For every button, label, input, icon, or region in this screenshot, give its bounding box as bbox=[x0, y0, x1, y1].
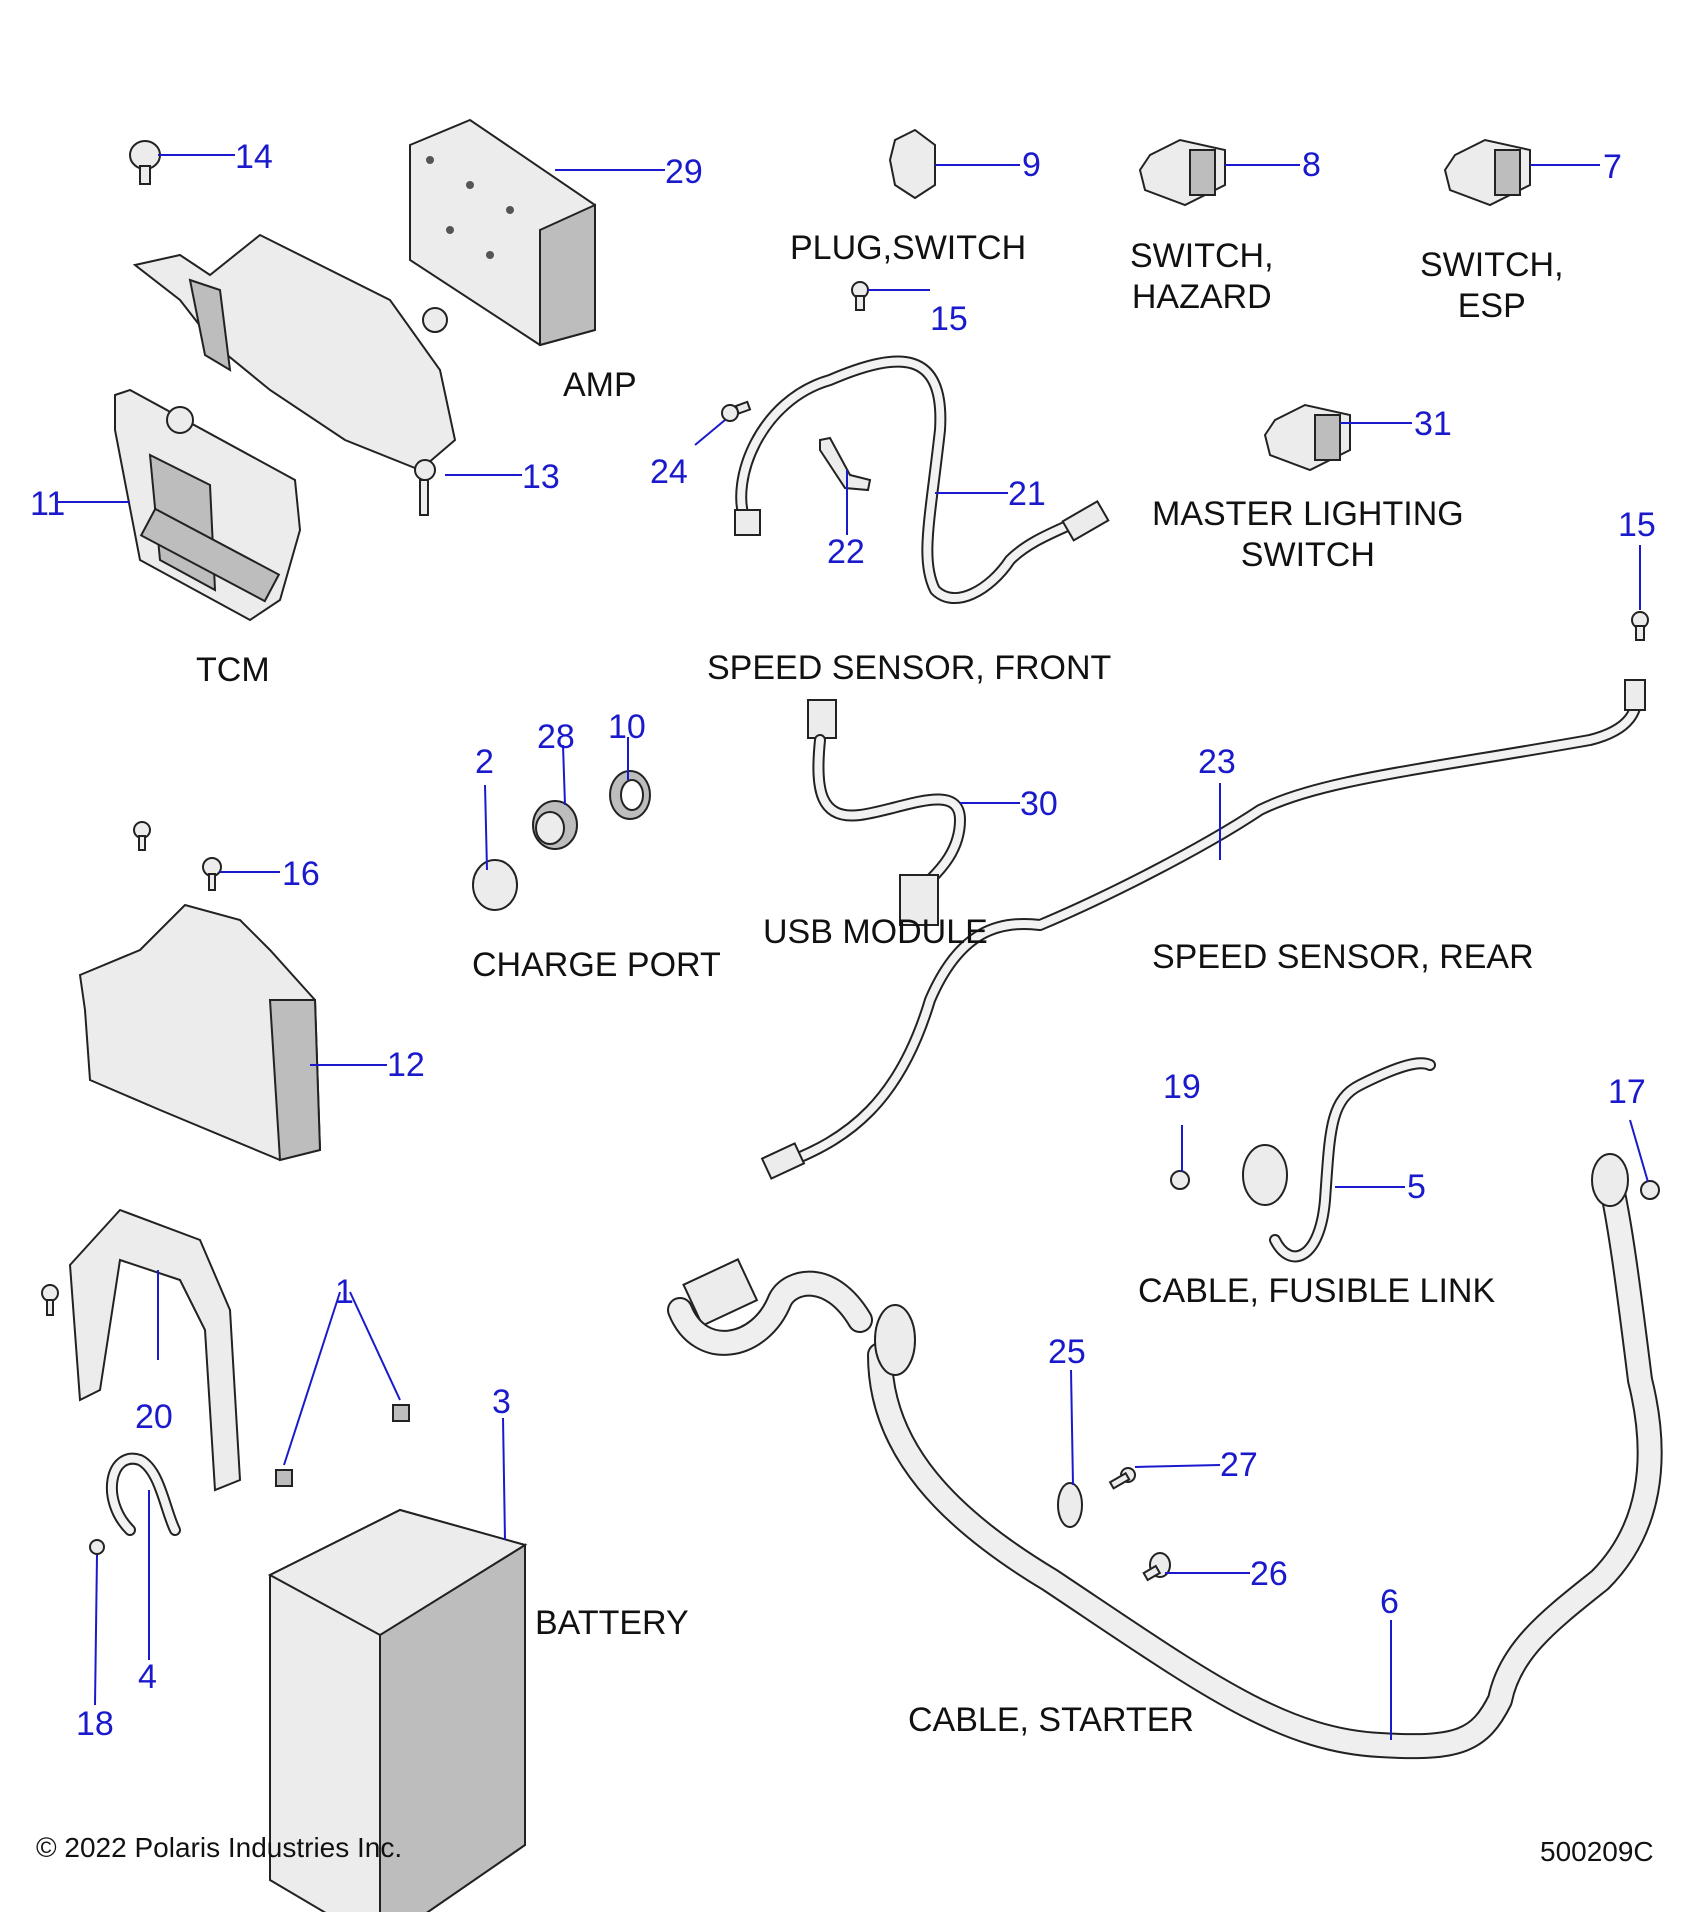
part-8-hazard-switch bbox=[1138, 138, 1226, 207]
callout-16: 16 bbox=[282, 855, 320, 893]
label-master-lighting-line1: MASTER LIGHTING bbox=[1152, 495, 1464, 533]
part-4-battery-cable bbox=[105, 1452, 181, 1536]
label-switch-hazard-line2: HAZARD bbox=[1131, 277, 1272, 316]
part-6-starter-cable bbox=[667, 1153, 1663, 1760]
callout-23: 23 bbox=[1198, 743, 1236, 781]
label-battery: BATTERY bbox=[535, 1604, 689, 1642]
label-usb-module: USB MODULE bbox=[763, 913, 988, 951]
part-15-bolt-top bbox=[851, 281, 869, 311]
label-plug-switch: PLUG,SWITCH bbox=[790, 229, 1027, 267]
part-31-master-lighting-switch bbox=[1263, 403, 1351, 472]
callout-18: 18 bbox=[76, 1705, 114, 1743]
label-cable-fusible-link: CABLE, FUSIBLE LINK bbox=[1138, 1272, 1496, 1310]
part-16-push-rivet bbox=[133, 821, 222, 891]
part-12-battery-cover bbox=[78, 903, 322, 1162]
part-26-stud bbox=[1142, 1552, 1171, 1582]
callout-10: 10 bbox=[608, 708, 646, 746]
callout-11: 11 bbox=[30, 485, 66, 523]
label-amp: AMP bbox=[563, 366, 637, 404]
callout-6: 6 bbox=[1380, 1583, 1399, 1621]
part-18-nut bbox=[89, 1539, 105, 1555]
label-master-lighting-line2: SWITCH bbox=[1240, 535, 1375, 574]
callout-1: 1 bbox=[335, 1273, 354, 1311]
label-switch-esp-line1: SWITCH, bbox=[1420, 246, 1564, 284]
part-17-nut bbox=[1640, 1180, 1660, 1200]
part-10-charge-port-nut bbox=[609, 770, 651, 820]
part-13-mounting-bracket bbox=[132, 233, 457, 516]
callout-15-right: 15 bbox=[1618, 506, 1656, 544]
label-cable-starter: CABLE, STARTER bbox=[908, 1701, 1194, 1739]
part-29-amp-module bbox=[409, 118, 596, 347]
part-24-bolt bbox=[721, 400, 752, 422]
label-switch-hazard: SWITCH, HAZARD bbox=[1130, 236, 1274, 318]
part-2-charge-port-cap bbox=[472, 859, 518, 911]
callout-7: 7 bbox=[1603, 148, 1622, 186]
part-1-terminal-bolts bbox=[275, 1404, 410, 1487]
part-28-charge-port-socket bbox=[532, 800, 578, 850]
part-25-p-clamp bbox=[1057, 1482, 1083, 1528]
part-23-rear-speed-sensor bbox=[760, 679, 1646, 1180]
label-speed-sensor-front: SPEED SENSOR, FRONT bbox=[707, 649, 1112, 687]
part-21-front-speed-sensor bbox=[734, 355, 1110, 605]
label-speed-sensor-rear: SPEED SENSOR, REAR bbox=[1152, 938, 1534, 976]
label-switch-esp-line2: ESP bbox=[1457, 286, 1526, 325]
part-19-nut bbox=[1170, 1170, 1190, 1190]
callout-31: 31 bbox=[1414, 405, 1452, 443]
callout-19: 19 bbox=[1163, 1068, 1201, 1106]
part-7-esp-switch bbox=[1443, 138, 1531, 207]
part-27-bolt bbox=[1108, 1467, 1136, 1490]
part-11-tcm bbox=[114, 388, 302, 622]
leader-lines bbox=[58, 154, 1649, 1740]
callout-29: 29 bbox=[665, 153, 703, 191]
callout-21: 21 bbox=[1008, 475, 1046, 513]
label-switch-hazard-line1: SWITCH, bbox=[1130, 237, 1274, 275]
callout-30: 30 bbox=[1020, 785, 1058, 823]
callout-13: 13 bbox=[522, 458, 560, 496]
callout-15: 15 bbox=[930, 300, 968, 338]
callout-24: 24 bbox=[650, 453, 688, 491]
callout-28: 28 bbox=[537, 718, 575, 756]
part-9-plug-switch bbox=[888, 128, 936, 200]
callout-4: 4 bbox=[138, 1658, 157, 1696]
part-5-fusible-link bbox=[1242, 1057, 1436, 1263]
copyright-notice: © 2022 Polaris Industries Inc. bbox=[36, 1832, 403, 1863]
callout-2: 2 bbox=[475, 743, 494, 781]
part-14-push-rivet bbox=[129, 140, 161, 185]
label-switch-esp: SWITCH, ESP bbox=[1420, 245, 1564, 327]
callout-9: 9 bbox=[1022, 146, 1041, 184]
label-master-lighting-switch: MASTER LIGHTING SWITCH bbox=[1152, 494, 1464, 576]
callout-3: 3 bbox=[492, 1383, 511, 1421]
part-3-battery bbox=[267, 1508, 528, 1912]
callout-8: 8 bbox=[1302, 146, 1321, 184]
callout-14: 14 bbox=[235, 138, 273, 176]
label-charge-port: CHARGE PORT bbox=[472, 946, 721, 984]
part-22-sensor-bracket bbox=[819, 436, 872, 492]
callout-17: 17 bbox=[1608, 1073, 1646, 1111]
callout-22: 22 bbox=[827, 533, 865, 571]
drawing-number: 500209C bbox=[1540, 1836, 1654, 1867]
callout-27: 27 bbox=[1220, 1446, 1258, 1484]
part-15-bolt-right bbox=[1631, 611, 1649, 641]
callout-20: 20 bbox=[135, 1398, 173, 1436]
callout-12: 12 bbox=[387, 1046, 425, 1084]
part-30-usb-module bbox=[807, 699, 966, 926]
callout-26: 26 bbox=[1250, 1555, 1288, 1593]
callout-5: 5 bbox=[1407, 1168, 1426, 1206]
part-20-battery-bracket bbox=[41, 1208, 242, 1492]
label-tcm: TCM bbox=[196, 651, 270, 689]
callout-25: 25 bbox=[1048, 1333, 1086, 1371]
